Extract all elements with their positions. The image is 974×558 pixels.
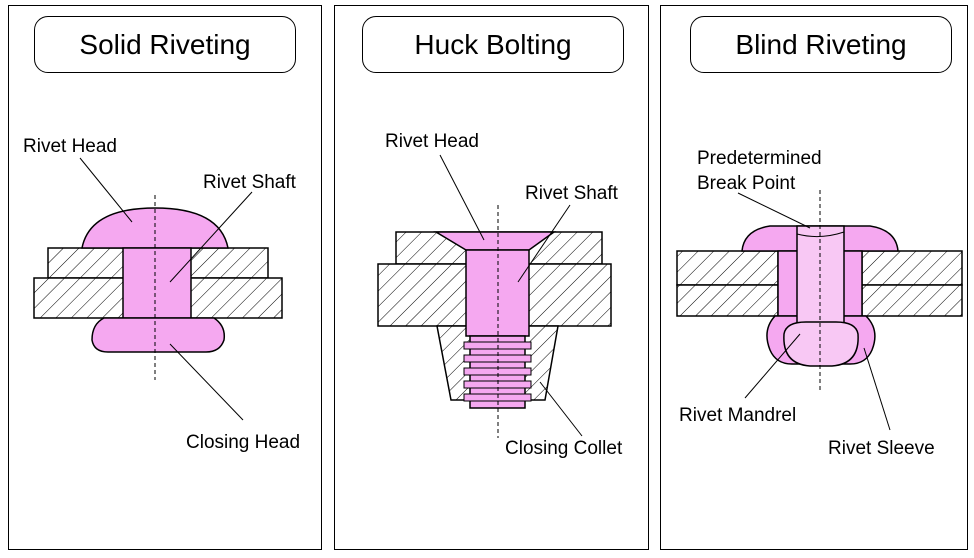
left-bottom-plate bbox=[676, 284, 779, 317]
leader-line bbox=[863, 347, 891, 431]
label-break-point-line1: Predetermined bbox=[697, 148, 822, 169]
leader-line bbox=[744, 333, 801, 399]
leader-line bbox=[737, 192, 811, 229]
label-closing-head: Closing Head bbox=[186, 432, 301, 453]
leader-line bbox=[79, 157, 133, 223]
solid-riveting-drawing bbox=[33, 157, 283, 421]
closing-head-shape bbox=[91, 317, 226, 353]
blind-riveting-drawing bbox=[676, 190, 963, 431]
mandrel-head-shape bbox=[783, 321, 859, 367]
leader-line bbox=[439, 154, 485, 241]
label-rivet-shaft: Rivet Shaft bbox=[203, 172, 296, 193]
label-closing-collet: Closing Collet bbox=[505, 438, 623, 459]
right-bottom-plate bbox=[861, 284, 963, 317]
rivet-shaft-shape bbox=[122, 247, 192, 319]
label-break-point-line2: Break Point bbox=[697, 173, 796, 194]
label-rivet-head: Rivet Head bbox=[385, 131, 479, 152]
title-box-solid-riveting: Solid Riveting bbox=[34, 16, 296, 73]
panel-title: Huck Bolting bbox=[414, 28, 572, 60]
huck-bolting-drawing bbox=[377, 154, 612, 438]
label-rivet-shaft: Rivet Shaft bbox=[525, 183, 618, 204]
right-top-plate bbox=[861, 250, 963, 286]
title-box-blind-riveting: Blind Riveting bbox=[690, 16, 952, 73]
rivet-head-shape bbox=[81, 207, 229, 249]
mandrel-break-notch bbox=[796, 231, 845, 238]
label-rivet-sleeve: Rivet Sleeve bbox=[828, 438, 935, 459]
panel-title: Blind Riveting bbox=[735, 28, 907, 60]
leader-line bbox=[517, 204, 571, 283]
leader-line bbox=[169, 343, 244, 421]
title-box-huck-bolting: Huck Bolting bbox=[362, 16, 624, 73]
left-top-plate bbox=[676, 250, 779, 286]
label-rivet-head: Rivet Head bbox=[23, 136, 117, 157]
panel-title: Solid Riveting bbox=[79, 28, 251, 60]
leader-line bbox=[539, 381, 583, 437]
leader-line bbox=[169, 191, 253, 283]
label-rivet-mandrel: Rivet Mandrel bbox=[679, 405, 797, 426]
